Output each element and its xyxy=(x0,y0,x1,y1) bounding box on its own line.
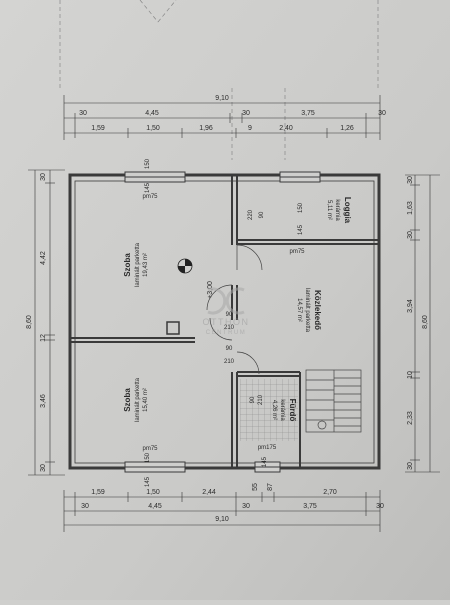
top-dimensions xyxy=(63,95,381,140)
right-dim-5: 10 xyxy=(407,371,414,379)
top-dim-9: 9 xyxy=(248,125,252,132)
room-szoba-2-label: Szoba laminált parketta 15,40 m² xyxy=(123,377,149,422)
room-kozlekedo-area: 14,57 m² xyxy=(296,298,302,322)
right-dim-4: 3,94 xyxy=(407,299,414,313)
room-kozlekedo-name: Közlekedő xyxy=(313,290,322,330)
right-dimensions xyxy=(405,174,440,473)
top-dim-7: 1,50 xyxy=(146,125,160,132)
inner-walls xyxy=(70,175,379,468)
room-kozlekedo-label: Közlekedő laminált parketta 14,57 m² xyxy=(296,288,322,333)
left-dim-5: 30 xyxy=(40,464,47,472)
top-dim-2: 4,45 xyxy=(145,110,159,117)
right-dim-7: 30 xyxy=(407,462,414,470)
door1-a-label: 90 xyxy=(226,312,233,318)
bottom-dimensions xyxy=(63,490,381,532)
top-dim-8: 1,96 xyxy=(199,125,213,132)
room-furdo-label: Fürdő kerámia 4,26 m² xyxy=(271,399,297,422)
right-dim-3: 30 xyxy=(407,231,414,239)
bath-window-top-label: 145 xyxy=(262,456,268,467)
loggia-door-top-label: 150 xyxy=(298,202,304,213)
room-loggia-label: Loggia kerámia 5,11 m² xyxy=(326,197,352,224)
bottom-dim-7: 30 xyxy=(81,503,89,510)
bottom-dim-1: 1,59 xyxy=(91,489,105,496)
w2-top-label: 150 xyxy=(145,452,151,463)
room-furdo-area: 4,26 m² xyxy=(271,400,277,420)
staircase xyxy=(305,369,362,433)
watermark-line-2: CENTRUM xyxy=(206,330,247,336)
top-dim-4: 3,75 xyxy=(301,110,315,117)
bottom-total-dim: 9,10 xyxy=(215,516,229,523)
otthon-centrum-watermark: OTTHON CENTRUM xyxy=(203,287,250,336)
windows xyxy=(124,171,321,473)
bottom-dim-9: 30 xyxy=(242,503,250,510)
top-dim-6: 1,59 xyxy=(91,125,105,132)
bath-window-type-label: pm175 xyxy=(258,445,277,451)
door2-a-label: 90 xyxy=(226,346,233,352)
roof-outline xyxy=(59,0,379,160)
hall-door-b-label: 220 xyxy=(248,209,254,220)
bottom-dim-10: 3,75 xyxy=(303,503,317,510)
level-marker-icon xyxy=(177,258,193,274)
room-furdo-floor: kerámia xyxy=(279,399,285,421)
w1-top-label: 150 xyxy=(145,158,151,169)
room-szoba-1-label: Szoba laminált parketta 19,43 m² xyxy=(123,242,149,287)
bottom-dim-5: 87 xyxy=(267,483,274,491)
room-szoba-1-floor: laminált parketta xyxy=(135,242,141,287)
top-dim-3: 30 xyxy=(242,110,250,117)
left-dim-3: 12 xyxy=(40,334,47,342)
loggia-door-type-label: pm75 xyxy=(289,249,305,255)
left-dim-1: 30 xyxy=(40,173,47,181)
room-szoba-1-name: Szoba xyxy=(123,253,132,277)
bottom-dim-8: 4,45 xyxy=(148,503,162,510)
room-loggia-name: Loggia xyxy=(343,197,352,224)
bottom-dim-4: 55 xyxy=(252,483,259,491)
room-furdo-name: Fürdő xyxy=(288,399,297,422)
top-dim-11: 1,26 xyxy=(340,125,354,132)
right-dim-2: 1,63 xyxy=(407,201,414,215)
top-dim-10: 2,40 xyxy=(279,125,293,132)
room-szoba-2-name: Szoba xyxy=(123,388,132,412)
room-szoba-2-floor: laminált parketta xyxy=(135,377,141,422)
w1-bot-label: 145 xyxy=(145,182,151,193)
left-dim-2: 4,42 xyxy=(40,251,47,265)
left-dim-4: 3,46 xyxy=(40,394,47,408)
w2-type-label: pm75 xyxy=(142,446,158,452)
door-swings xyxy=(206,244,263,375)
top-dim-1: 30 xyxy=(79,110,87,117)
w2-bot-label: 145 xyxy=(145,476,151,487)
room-loggia-floor: kerámia xyxy=(334,199,340,221)
right-dim-1: 30 xyxy=(407,176,414,184)
bath-tile-floor xyxy=(240,379,298,441)
room-szoba-1-area: 19,43 m² xyxy=(143,253,149,277)
top-dim-5: 30 xyxy=(378,110,386,117)
left-dimensions xyxy=(28,169,65,476)
right-dim-6: 2,33 xyxy=(407,411,414,425)
top-total-dim: 9,10 xyxy=(215,95,229,102)
bath-door-a-label: 90 xyxy=(250,396,256,403)
w1-type-label: pm75 xyxy=(142,194,158,200)
bottom-dim-2: 1,50 xyxy=(146,489,160,496)
watermark-line-1: OTTHON xyxy=(203,317,250,327)
bottom-dim-11: 30 xyxy=(376,503,384,510)
room-kozlekedo-floor: laminált parketta xyxy=(304,288,310,333)
loggia-door-bot-label: 145 xyxy=(298,224,304,235)
chimney-block xyxy=(166,321,180,335)
door2-b-label: 210 xyxy=(224,359,235,365)
room-szoba-2-area: 15,40 m² xyxy=(143,388,149,412)
left-total-dim: 8,60 xyxy=(26,315,33,329)
outer-walls xyxy=(68,173,381,470)
bottom-dim-6: 2,70 xyxy=(323,489,337,496)
right-total-dim: 8,60 xyxy=(422,315,429,329)
door1-b-label: 210 xyxy=(224,325,235,331)
room-loggia-area: 5,11 m² xyxy=(326,200,332,220)
bottom-dim-3: 2,44 xyxy=(202,489,216,496)
hall-door-a-label: 90 xyxy=(259,211,265,218)
bath-door-b-label: 210 xyxy=(258,394,264,405)
